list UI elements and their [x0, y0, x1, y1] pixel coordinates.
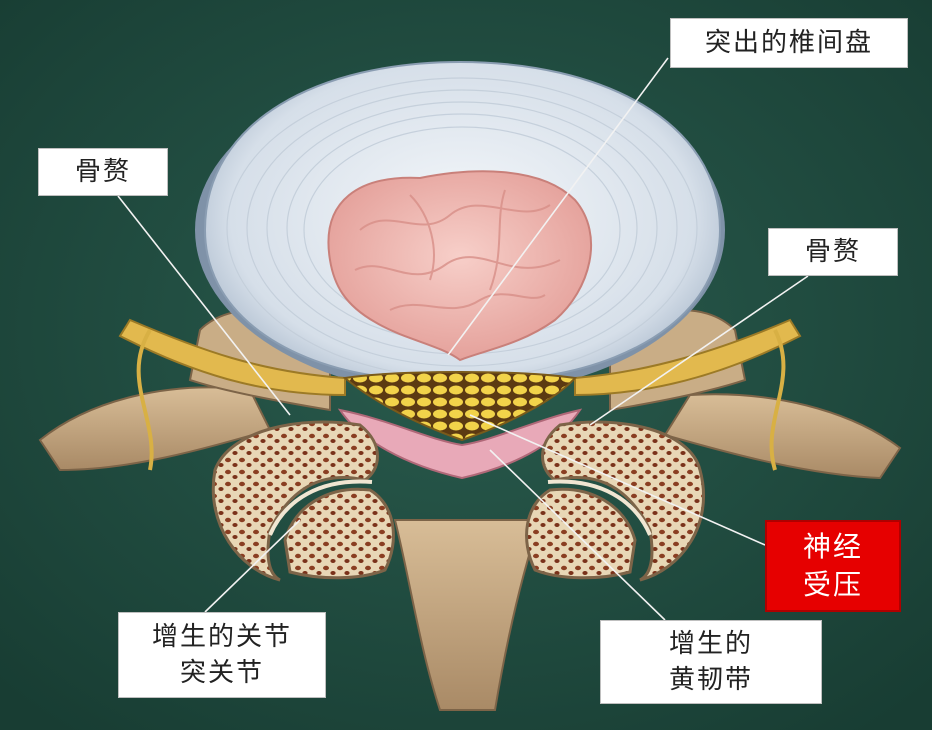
label-ligament-hypertrophy-line-1: 增生的	[668, 629, 753, 659]
label-bone-spur-left: 骨赘	[38, 148, 168, 196]
leader-spur-right	[589, 275, 809, 426]
label-bone-spur-left-text: 骨赘	[74, 157, 131, 187]
label-herniated-disc-text: 突出的椎间盘	[704, 28, 873, 58]
leader-lines	[117, 57, 809, 621]
leader-ligament	[489, 449, 666, 621]
leader-facet	[204, 519, 301, 613]
label-ligament-hypertrophy-line-2: 黄韧带	[668, 665, 753, 695]
left-facet-joint	[211, 420, 395, 582]
label-ligament-hypertrophy: 增生的 黄韧带	[600, 620, 822, 704]
leader-disc	[447, 57, 669, 356]
label-bone-spur-right-text: 骨赘	[804, 237, 861, 267]
label-facet-hypertrophy-line-1: 增生的关节	[151, 622, 292, 652]
label-nerve-compression: 神经 受压	[765, 520, 901, 612]
ligamentum-flavum	[337, 408, 583, 480]
label-herniated-disc: 突出的椎间盘	[670, 18, 908, 68]
label-facet-hypertrophy: 增生的关节 突关节	[118, 612, 326, 698]
label-bone-spur-right: 骨赘	[768, 228, 898, 276]
label-nerve-compression-line-1: 神经	[802, 530, 863, 563]
compressed-nerve-canal	[342, 371, 577, 442]
leader-spur-left	[117, 195, 291, 416]
label-facet-hypertrophy-line-2: 突关节	[179, 658, 264, 688]
leader-nerve	[469, 414, 766, 546]
nucleus-pulposus	[327, 170, 593, 362]
intervertebral-disc	[195, 60, 725, 407]
label-nerve-compression-line-2: 受压	[802, 568, 863, 601]
